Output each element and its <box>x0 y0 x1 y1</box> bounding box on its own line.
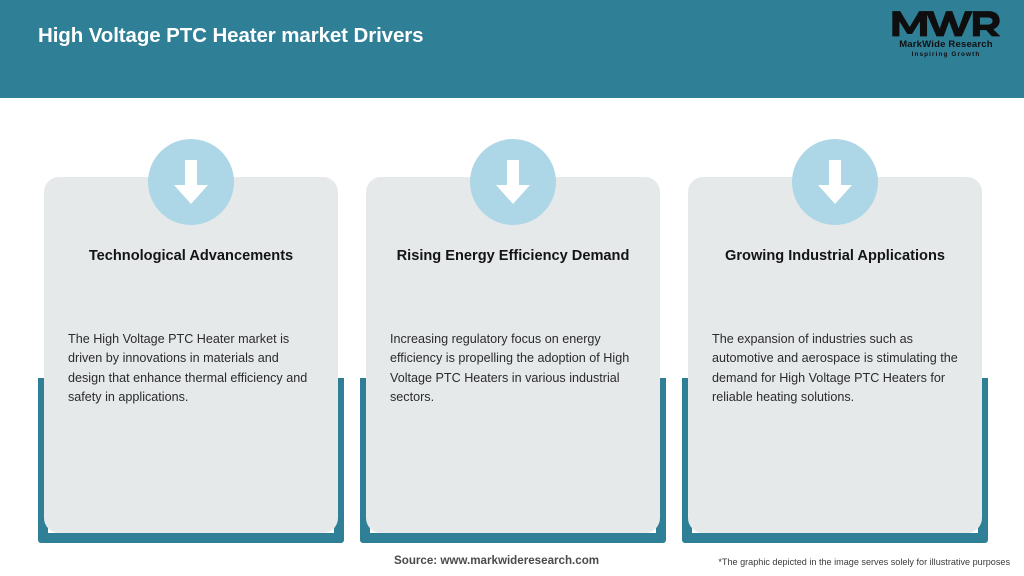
card-accent-left <box>682 378 692 543</box>
card-accent-bottom <box>682 533 988 543</box>
arrow-down-icon <box>470 139 556 225</box>
card-accent-bottom <box>360 533 666 543</box>
card-panel: Growing Industrial Applications The expa… <box>688 177 982 533</box>
page-title: High Voltage PTC Heater market Drivers <box>38 24 424 47</box>
card-accent-bottom <box>38 533 344 543</box>
card-accent-left <box>38 378 48 543</box>
header-bar <box>0 0 1024 98</box>
card-body-text: Increasing regulatory focus on energy ef… <box>390 332 630 404</box>
card-title: Rising Energy Efficiency Demand <box>396 248 630 264</box>
driver-card: Growing Industrial Applications The expa… <box>682 139 988 543</box>
arrow-down-icon <box>792 139 878 225</box>
card-panel: Technological Advancements The High Volt… <box>44 177 338 533</box>
logo-tagline: Inspiring Growth <box>911 51 981 58</box>
card-title: Growing Industrial Applications <box>725 248 945 264</box>
card-accent-right <box>978 378 988 543</box>
card-title: Technological Advancements <box>88 248 294 264</box>
source-label: Source: www.markwideresearch.com <box>394 554 600 567</box>
company-logo: MarkWide Research Inspiring Growth <box>890 8 1002 66</box>
driver-card: Technological Advancements The High Volt… <box>38 139 344 543</box>
disclaimer-note: *The graphic depicted in the image serve… <box>718 557 1010 567</box>
logo-mwr-mark <box>890 8 1002 38</box>
logo-company-name: MarkWide Research <box>899 39 993 50</box>
driver-card: Rising Energy Efficiency Demand Increasi… <box>360 139 666 543</box>
card-accent-right <box>656 378 666 543</box>
card-accent-left <box>360 378 370 543</box>
card-body-text: The expansion of industries such as auto… <box>712 332 958 404</box>
card-panel: Rising Energy Efficiency Demand Increasi… <box>366 177 660 533</box>
arrow-down-icon <box>148 139 234 225</box>
card-body-text: The High Voltage PTC Heater market is dr… <box>68 332 308 404</box>
card-accent-right <box>334 378 344 543</box>
